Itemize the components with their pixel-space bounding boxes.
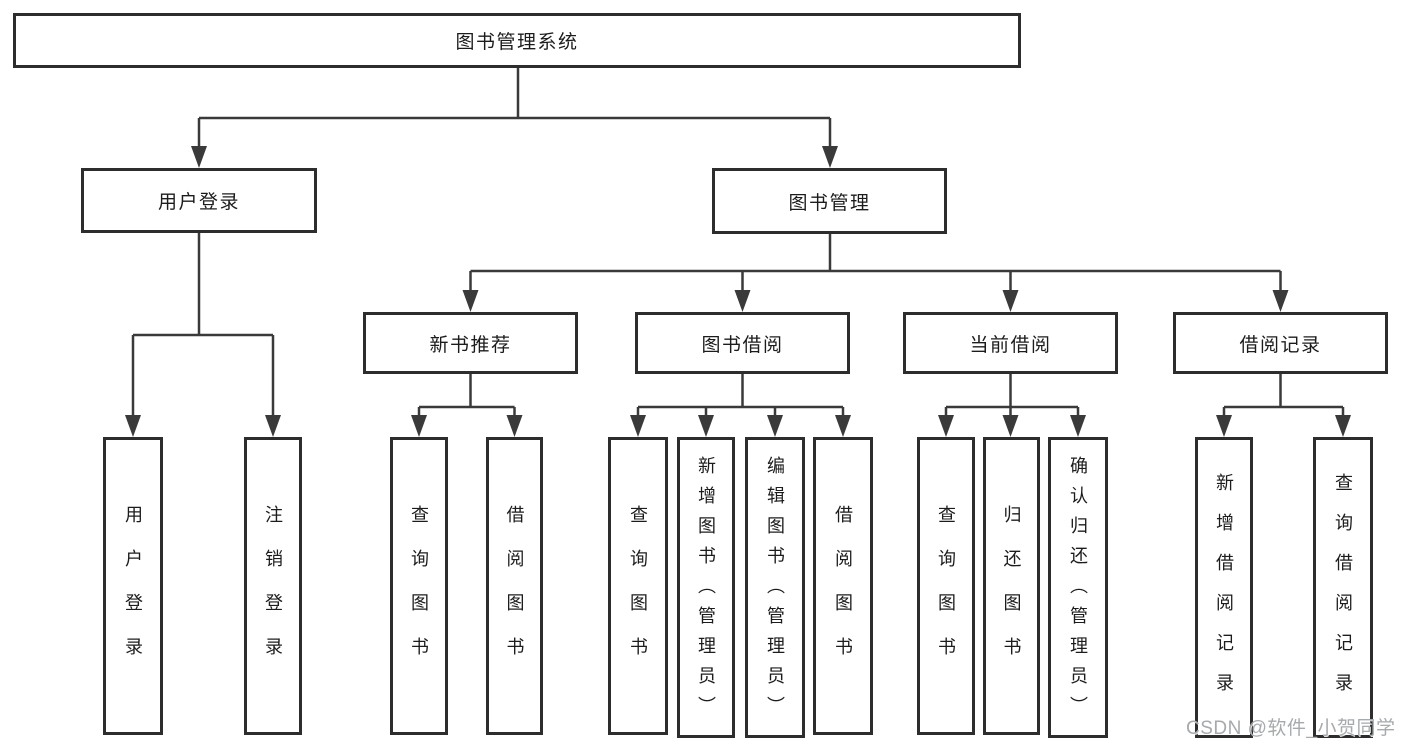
connector-lines-group (131, 68, 1345, 417)
leaf-add-borrowing-record: 新增借阅记录 (1195, 437, 1253, 738)
arrow-down-icon (1216, 415, 1232, 437)
arrow-down-icon (698, 415, 714, 437)
leaf-borrow-books-borrowing: 借阅图书 (813, 437, 873, 735)
leaf-query-books-recommend: 查询图书 (390, 437, 448, 735)
node-label: 归还图书 (1001, 504, 1022, 681)
node-label: 注销登录 (263, 504, 283, 681)
arrow-down-icon (630, 415, 646, 437)
node-label: 新增借阅记录 (1214, 473, 1234, 713)
node-label: 查询借阅记录 (1333, 473, 1353, 713)
leaf-logout-login: 注销登录 (244, 437, 302, 735)
leaf-query-borrowing-record: 查询借阅记录 (1313, 437, 1373, 738)
arrow-down-icon (506, 415, 523, 437)
leaf-query-books-borrowing: 查询图书 (608, 437, 668, 735)
node-label: 图书管理系统 (455, 32, 579, 53)
csdn-watermark: CSDN @软件_小贺同学 (1186, 718, 1396, 739)
node-borrowing-records: 借阅记录 (1173, 312, 1388, 374)
leaf-confirm-return-admin: 确认归还（管理员） (1048, 437, 1108, 738)
arrow-down-icon (265, 415, 281, 437)
arrow-down-icon (1002, 290, 1019, 312)
arrow-down-icon (125, 415, 141, 437)
leaf-user-login: 用户登录 (103, 437, 163, 735)
node-label: 用户登录 (157, 192, 240, 213)
arrow-down-icon (1002, 415, 1019, 437)
node-label: 图书借阅 (701, 334, 784, 356)
leaf-return-books: 归还图书 (983, 437, 1040, 735)
node-book-management: 图书管理 (712, 168, 947, 234)
connector-user-login-branch (131, 233, 275, 417)
arrow-down-icon (1335, 415, 1351, 437)
arrow-down-icon (767, 415, 783, 437)
arrow-down-icon (462, 290, 479, 312)
node-current-borrowing: 当前借阅 (903, 312, 1118, 374)
node-label: 用户登录 (123, 504, 143, 681)
node-label: 借阅图书 (833, 504, 853, 681)
node-label: 借阅记录 (1239, 334, 1322, 356)
node-label: 新增图书（管理员） (696, 455, 716, 726)
arrow-down-icon (835, 415, 851, 437)
arrowheads-group (125, 146, 1351, 437)
node-book-borrowing: 图书借阅 (635, 312, 850, 374)
leaf-borrow-books-recommend: 借阅图书 (486, 437, 543, 735)
node-label: 新书推荐 (429, 334, 512, 356)
arrow-down-icon (734, 290, 751, 312)
node-label: 当前借阅 (969, 334, 1052, 356)
node-label: 图书管理 (788, 192, 871, 214)
arrow-down-icon (411, 415, 427, 437)
node-library-management-system: 图书管理系统 (13, 13, 1021, 68)
node-new-book-recommendation: 新书推荐 (363, 312, 578, 374)
connector-borrowing-records-branch (1222, 374, 1345, 417)
arrow-down-icon (1272, 290, 1289, 312)
leaf-query-books-current: 查询图书 (917, 437, 975, 735)
node-label: 查询图书 (628, 504, 648, 681)
node-label: 查询图书 (936, 504, 956, 681)
connector-book-management-branch (469, 234, 1282, 292)
arrow-down-icon (1070, 415, 1086, 437)
arrow-down-icon (191, 146, 207, 168)
connector-book-borrowing-branch (636, 374, 845, 417)
node-label: 查询图书 (409, 504, 429, 681)
leaf-edit-book-admin: 编辑图书（管理员） (745, 437, 805, 738)
node-user-login: 用户登录 (81, 168, 317, 233)
arrow-down-icon (938, 415, 954, 437)
connector-root-to-level2 (197, 68, 832, 148)
connector-new-book-recommendation-branch (417, 374, 516, 417)
node-label: 确认归还（管理员） (1068, 455, 1088, 726)
leaf-add-book-admin: 新增图书（管理员） (677, 437, 735, 738)
connector-current-borrowing-branch (944, 374, 1080, 417)
arrow-down-icon (822, 146, 838, 168)
node-label: 借阅图书 (504, 504, 525, 681)
node-label: 编辑图书（管理员） (765, 455, 785, 726)
